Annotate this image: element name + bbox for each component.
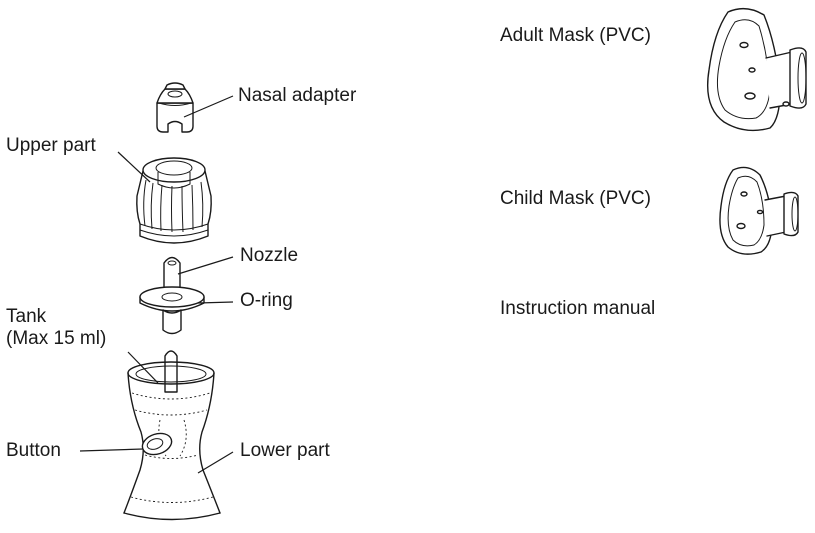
upper-part-leader bbox=[117, 151, 151, 183]
tank-and-lower-part-drawing bbox=[123, 350, 221, 521]
adult-mask-drawing bbox=[706, 7, 807, 132]
lower-part-leader bbox=[197, 451, 234, 474]
nozzle-drawing bbox=[163, 256, 181, 290]
child-mask-drawing bbox=[719, 166, 799, 255]
nasal-adapter-drawing bbox=[156, 82, 194, 133]
upper-part-drawing bbox=[136, 157, 212, 244]
button-leader bbox=[79, 448, 144, 452]
o-ring-drawing bbox=[139, 286, 205, 335]
upper-part-label: Upper part bbox=[6, 135, 96, 156]
nasal-adapter-leader bbox=[183, 95, 234, 118]
nozzle-leader bbox=[177, 256, 234, 275]
nasal-adapter-label: Nasal adapter bbox=[238, 85, 357, 106]
o-ring-leader bbox=[197, 301, 234, 304]
child-mask-label: Child Mask (PVC) bbox=[500, 188, 651, 209]
tank-leader bbox=[127, 351, 159, 384]
tank-label: Tank (Max 15 ml) bbox=[6, 306, 106, 350]
nozzle-label: Nozzle bbox=[240, 245, 299, 266]
adult-mask-label: Adult Mask (PVC) bbox=[500, 25, 651, 46]
tank-label-line1: Tank bbox=[6, 306, 47, 327]
instruction-manual-label: Instruction manual bbox=[500, 298, 656, 319]
button-label: Button bbox=[6, 440, 61, 461]
o-ring-label: O-ring bbox=[240, 290, 293, 311]
tank-label-line2: (Max 15 ml) bbox=[6, 328, 107, 349]
lower-part-label: Lower part bbox=[240, 440, 330, 461]
